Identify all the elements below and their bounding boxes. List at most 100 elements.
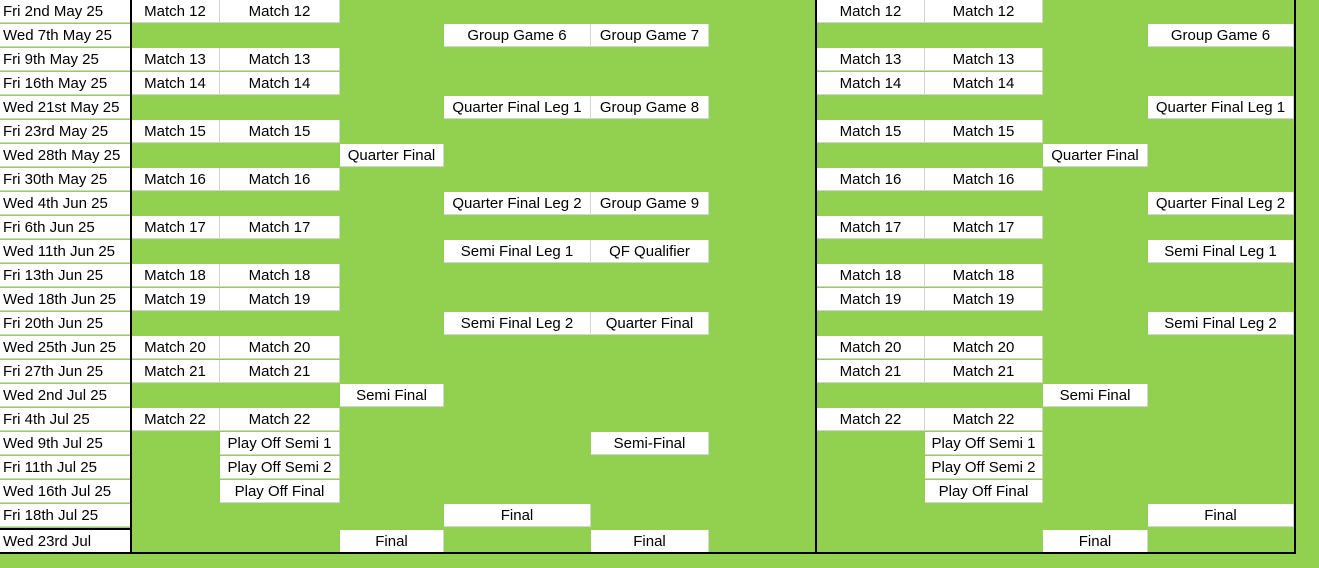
date-cell[interactable]: Fri 9th May 25 xyxy=(0,48,131,71)
date-cell[interactable]: Wed 9th Jul 25 xyxy=(0,432,131,455)
fixture-cell[interactable]: Group Game 6 xyxy=(1148,24,1294,47)
fixture-cell[interactable]: Group Game 7 xyxy=(591,24,709,47)
date-cell[interactable]: Fri 23rd May 25 xyxy=(0,120,131,143)
date-cell[interactable]: Wed 28th May 25 xyxy=(0,144,131,167)
fixture-cell[interactable]: Match 14 xyxy=(925,72,1043,95)
fixture-cell[interactable]: Final xyxy=(1043,530,1148,553)
date-cell[interactable]: Wed 11th Jun 25 xyxy=(0,240,131,263)
fixture-cell[interactable]: Group Game 9 xyxy=(591,192,709,215)
date-cell[interactable]: Wed 4th Jun 25 xyxy=(0,192,131,215)
fixture-cell[interactable]: Match 20 xyxy=(131,336,220,359)
date-cell[interactable]: Wed 16th Jul 25 xyxy=(0,480,131,503)
fixture-cell[interactable]: Match 18 xyxy=(817,264,925,287)
fixture-cell[interactable]: Group Game 6 xyxy=(444,24,591,47)
fixture-cell[interactable]: Final xyxy=(591,530,709,553)
fixture-cell[interactable]: Match 19 xyxy=(220,288,340,311)
fixture-cell[interactable]: Play Off Semi 1 xyxy=(220,432,340,455)
fixture-cell[interactable]: Match 14 xyxy=(131,72,220,95)
fixture-cell[interactable]: Match 16 xyxy=(220,168,340,191)
fixture-cell[interactable]: Quarter Final Leg 1 xyxy=(1148,96,1294,119)
date-cell[interactable]: Fri 16th May 25 xyxy=(0,72,131,95)
date-cell[interactable]: Wed 7th May 25 xyxy=(0,24,131,47)
date-cell[interactable]: Fri 13th Jun 25 xyxy=(0,264,131,287)
fixture-cell[interactable]: Match 21 xyxy=(925,360,1043,383)
fixture-cell[interactable]: Final xyxy=(1148,504,1294,527)
fixture-cell[interactable]: Match 15 xyxy=(220,120,340,143)
fixture-cell[interactable]: Semi-Final xyxy=(591,432,709,455)
fixture-cell[interactable]: Match 17 xyxy=(925,216,1043,239)
fixture-cell[interactable]: Match 15 xyxy=(817,120,925,143)
fixture-cell[interactable]: Match 20 xyxy=(220,336,340,359)
fixture-cell[interactable]: QF Qualifier xyxy=(591,240,709,263)
fixture-cell[interactable]: Semi Final Leg 1 xyxy=(444,240,591,263)
fixture-cell[interactable]: Semi Final xyxy=(1043,384,1148,407)
fixture-cell[interactable]: Semi Final xyxy=(340,384,444,407)
date-cell[interactable]: Fri 30th May 25 xyxy=(0,168,131,191)
fixture-cell[interactable]: Play Off Final xyxy=(925,480,1043,503)
fixture-cell[interactable]: Match 20 xyxy=(925,336,1043,359)
fixture-cell[interactable]: Match 21 xyxy=(220,360,340,383)
fixture-cell[interactable]: Play Off Semi 2 xyxy=(220,456,340,479)
date-cell[interactable]: Fri 11th Jul 25 xyxy=(0,456,131,479)
fixture-cell[interactable]: Match 18 xyxy=(220,264,340,287)
date-cell[interactable]: Wed 18th Jun 25 xyxy=(0,288,131,311)
fixture-cell[interactable]: Match 19 xyxy=(817,288,925,311)
fixture-cell[interactable]: Match 13 xyxy=(220,48,340,71)
fixture-cell[interactable]: Play Off Semi 1 xyxy=(925,432,1043,455)
date-cell[interactable]: Wed 2nd Jul 25 xyxy=(0,384,131,407)
fixture-cell[interactable]: Match 19 xyxy=(131,288,220,311)
fixture-cell[interactable]: Quarter Final xyxy=(591,312,709,335)
fixture-cell[interactable]: Match 12 xyxy=(220,0,340,23)
fixture-cell[interactable]: Semi Final Leg 2 xyxy=(1148,312,1294,335)
date-cell[interactable]: Wed 25th Jun 25 xyxy=(0,336,131,359)
fixture-cell[interactable]: Match 13 xyxy=(131,48,220,71)
fixture-cell[interactable]: Match 20 xyxy=(817,336,925,359)
fixture-cell[interactable]: Final xyxy=(444,504,591,527)
date-cell[interactable]: Fri 2nd May 25 xyxy=(0,0,131,23)
fixture-cell[interactable]: Match 18 xyxy=(925,264,1043,287)
fixture-cell[interactable]: Match 13 xyxy=(817,48,925,71)
fixture-cell[interactable]: Match 16 xyxy=(817,168,925,191)
date-cell[interactable]: Fri 27th Jun 25 xyxy=(0,360,131,383)
fixture-cell[interactable]: Match 21 xyxy=(817,360,925,383)
fixture-cell[interactable]: Match 22 xyxy=(220,408,340,431)
fixture-cell[interactable]: Match 22 xyxy=(925,408,1043,431)
fixture-cell[interactable]: Quarter Final Leg 2 xyxy=(1148,192,1294,215)
fixture-cell[interactable]: Match 15 xyxy=(925,120,1043,143)
date-cell[interactable]: Wed 23rd Jul xyxy=(0,530,131,553)
fixture-cell[interactable]: Quarter Final xyxy=(1043,144,1148,167)
fixture-cell[interactable]: Final xyxy=(340,530,444,553)
fixture-cell[interactable]: Match 22 xyxy=(131,408,220,431)
fixture-cell[interactable]: Match 18 xyxy=(131,264,220,287)
fixture-cell[interactable]: Quarter Final Leg 2 xyxy=(444,192,591,215)
fixture-cell[interactable]: Group Game 8 xyxy=(591,96,709,119)
fixture-cell[interactable]: Quarter Final xyxy=(340,144,444,167)
fixture-cell[interactable]: Match 14 xyxy=(220,72,340,95)
fixture-cell[interactable]: Match 17 xyxy=(131,216,220,239)
fixture-cell[interactable]: Match 12 xyxy=(131,0,220,23)
date-cell[interactable]: Fri 18th Jul 25 xyxy=(0,504,131,527)
date-cell[interactable]: Wed 21st May 25 xyxy=(0,96,131,119)
fixture-cell[interactable]: Match 19 xyxy=(925,288,1043,311)
date-cell[interactable]: Fri 20th Jun 25 xyxy=(0,312,131,335)
fixture-cell[interactable]: Match 12 xyxy=(925,0,1043,23)
fixture-cell[interactable]: Play Off Final xyxy=(220,480,340,503)
fixture-cell[interactable]: Semi Final Leg 1 xyxy=(1148,240,1294,263)
fixture-cell[interactable]: Match 21 xyxy=(131,360,220,383)
fixture-cell[interactable]: Semi Final Leg 2 xyxy=(444,312,591,335)
fixture-cell[interactable]: Match 16 xyxy=(925,168,1043,191)
date-cell[interactable]: Fri 6th Jun 25 xyxy=(0,216,131,239)
fixture-cell[interactable]: Match 15 xyxy=(131,120,220,143)
fixture-cell[interactable]: Match 14 xyxy=(817,72,925,95)
fixture-cell[interactable]: Match 13 xyxy=(925,48,1043,71)
fixture-cell[interactable]: Match 16 xyxy=(131,168,220,191)
fixture-cell[interactable]: Play Off Semi 2 xyxy=(925,456,1043,479)
fixture-cell[interactable]: Match 17 xyxy=(817,216,925,239)
fixture-cell[interactable]: Match 22 xyxy=(817,408,925,431)
fixture-cell[interactable]: Match 12 xyxy=(817,0,925,23)
fixture-cell[interactable]: Match 17 xyxy=(220,216,340,239)
fixture-cell[interactable]: Quarter Final Leg 1 xyxy=(444,96,591,119)
date-cell[interactable]: Fri 4th Jul 25 xyxy=(0,408,131,431)
